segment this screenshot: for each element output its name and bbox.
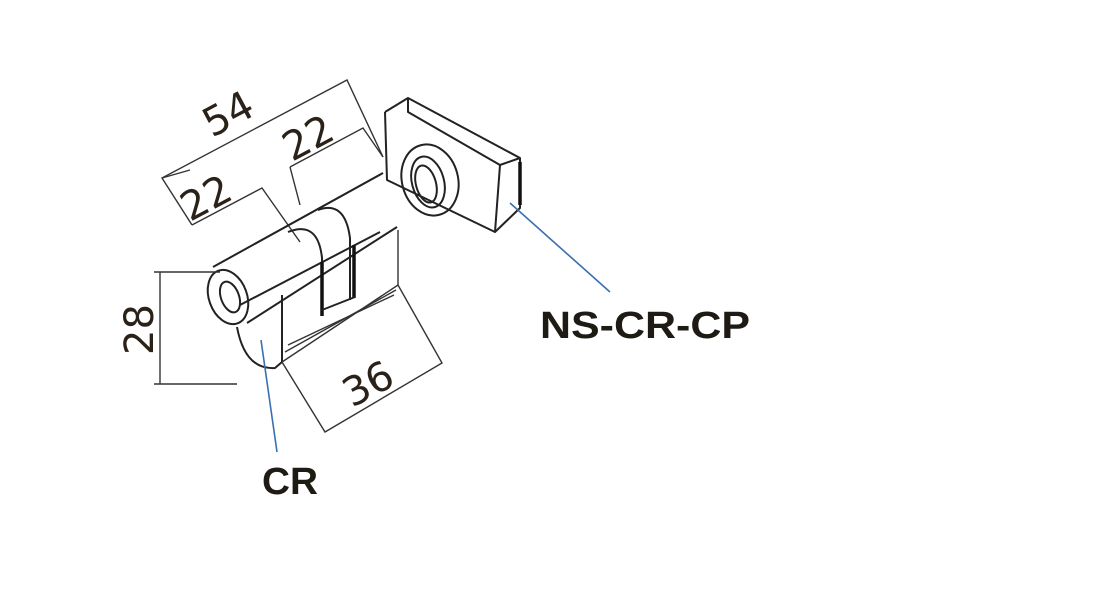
leader-line-ns-cr-cp — [509, 202, 611, 293]
label-cr: CR — [262, 461, 318, 503]
dimension-28: 28 — [117, 304, 163, 355]
cylinder-body — [206, 172, 398, 370]
dimension-22-right: 22 — [275, 106, 342, 171]
label-ns-cr-cp: NS-CR-CP — [540, 305, 750, 347]
thumb-turn — [384, 97, 522, 233]
dimension-54: 54 — [195, 82, 262, 147]
dimension-36-lines — [281, 230, 443, 433]
dimension-28-lines — [154, 271, 237, 385]
dimension-22-lines — [191, 127, 384, 243]
dimension-22-left: 22 — [173, 166, 240, 231]
dimension-36: 36 — [335, 352, 402, 417]
leader-line-cr — [260, 339, 278, 453]
dimension-54-lines — [161, 79, 384, 226]
